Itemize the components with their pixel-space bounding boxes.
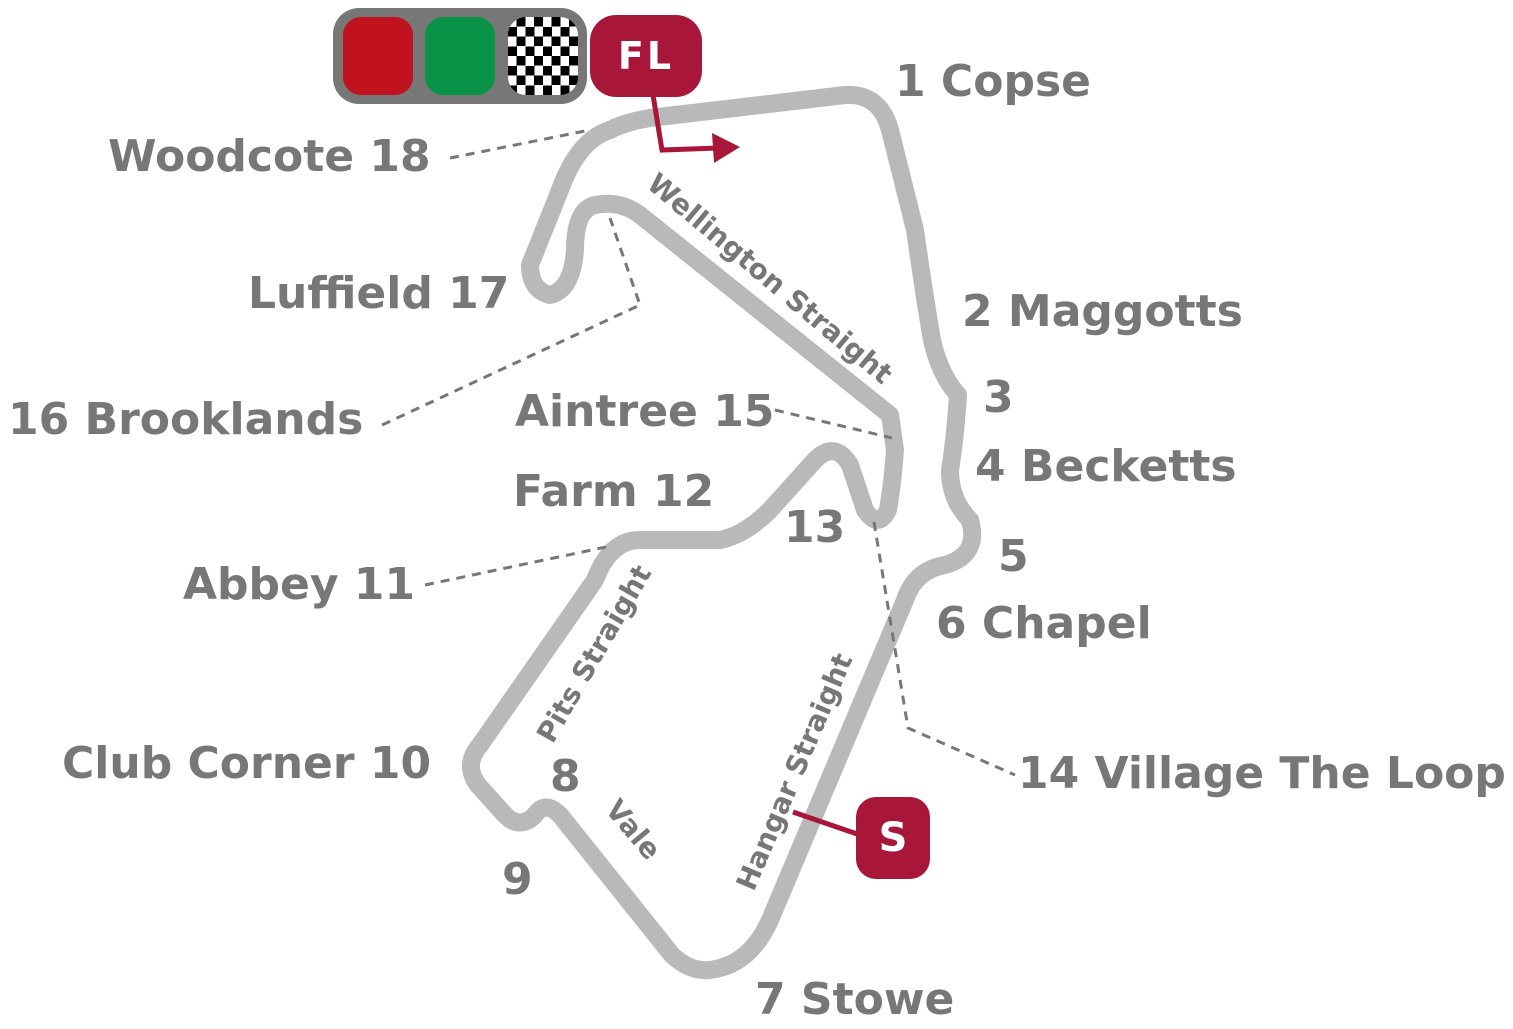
finish-line-badge: FL (590, 15, 702, 97)
red-flag-icon (343, 17, 413, 95)
start-pointer (792, 809, 861, 838)
corner-label-1: 1 Copse (895, 56, 1091, 107)
corner-label-15: Aintree 15 (515, 386, 775, 437)
corner-label-18: Woodcote 18 (108, 131, 431, 182)
flag-panel (333, 8, 587, 104)
chequered-flag-icon (508, 17, 578, 95)
corner-label-14: 14 Village The Loop (1018, 748, 1506, 799)
finish-line-arrow (650, 94, 719, 153)
corner-label-10: Club Corner 10 (62, 738, 432, 789)
corner-label-9: 9 (502, 854, 533, 905)
corner-label-7: 7 Stowe (755, 974, 955, 1025)
corner-label-3: 3 (983, 372, 1014, 423)
leader-abbey (424, 545, 607, 587)
track-outline (462, 85, 982, 980)
corner-label-17: Luffield 17 (248, 268, 510, 319)
corner-label-13: 13 (784, 502, 846, 553)
corner-label-5: 5 (998, 531, 1029, 582)
corner-label-6: 6 Chapel (936, 598, 1152, 649)
corner-label-4: 4 Becketts (975, 441, 1237, 492)
start-badge: S (856, 797, 930, 879)
corner-label-12: Farm 12 (513, 466, 715, 517)
leader-village (872, 521, 1016, 777)
leader-lines (381, 128, 1016, 777)
finish-line-arrowhead (712, 133, 740, 163)
corner-label-2: 2 Maggotts (962, 286, 1243, 337)
leader-woodcote (449, 128, 591, 160)
leader-aintree (774, 408, 893, 440)
corner-label-11: Abbey 11 (183, 559, 416, 610)
corner-label-16: 16 Brooklands (8, 394, 364, 445)
green-flag-icon (425, 17, 495, 95)
corner-label-8: 8 (550, 751, 581, 802)
